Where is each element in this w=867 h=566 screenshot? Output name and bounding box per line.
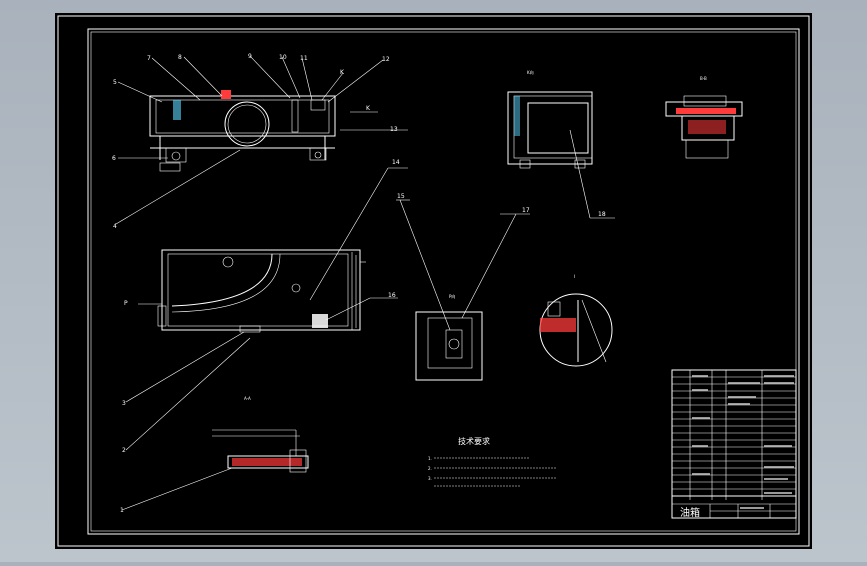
inner-frame-2 bbox=[90, 31, 797, 532]
callout-18: 18 bbox=[598, 211, 606, 218]
tech-req-1: 1. bbox=[428, 456, 432, 461]
section-a-a-label: A-A bbox=[244, 396, 251, 401]
callout-14: 14 bbox=[392, 159, 400, 166]
detail-b-label: B-B bbox=[700, 76, 707, 81]
tech-requirements-title: 技术要求 bbox=[458, 436, 490, 446]
side-view bbox=[507, 91, 615, 219]
callout-3: 3 bbox=[122, 400, 126, 407]
bom-table bbox=[671, 369, 797, 519]
tech-req-2: 2. bbox=[428, 466, 432, 471]
callout-12: 12 bbox=[382, 56, 390, 63]
callout-9: 9 bbox=[248, 53, 252, 60]
callout-5: 5 bbox=[113, 79, 117, 86]
callout-7: 7 bbox=[147, 55, 151, 62]
callout-15: 15 bbox=[397, 193, 405, 200]
callout-p: P bbox=[124, 300, 128, 307]
detail-p-label: P向 bbox=[449, 293, 455, 299]
tech-req-3: 3. bbox=[428, 476, 432, 481]
detail-i bbox=[539, 293, 613, 367]
section-a-a bbox=[121, 429, 309, 511]
callout-17: 17 bbox=[522, 207, 530, 214]
side-view-label: K向 bbox=[527, 69, 534, 75]
front-view-callouts: 5 7 8 9 10 11 K 12 6 4 K 13 bbox=[112, 53, 398, 230]
callout-k2: K bbox=[366, 105, 371, 112]
detail-p bbox=[396, 199, 530, 381]
inner-frame bbox=[87, 28, 800, 535]
plan-view bbox=[125, 167, 408, 451]
outer-frame bbox=[57, 15, 810, 547]
callout-k: K bbox=[340, 69, 345, 76]
callout-1: 1 bbox=[120, 507, 124, 514]
front-view bbox=[115, 55, 408, 225]
callout-11: 11 bbox=[300, 55, 308, 62]
callout-13: 13 bbox=[390, 126, 398, 133]
tech-requirements: 技术要求 1. 2. 3. bbox=[428, 436, 556, 487]
title-block-name: 油箱 bbox=[680, 506, 700, 519]
callout-6: 6 bbox=[112, 155, 116, 162]
detail-i-label: I bbox=[574, 274, 575, 279]
callout-4: 4 bbox=[113, 223, 117, 230]
callout-10: 10 bbox=[279, 54, 287, 61]
callout-8: 8 bbox=[178, 54, 182, 61]
callout-16: 16 bbox=[388, 292, 396, 299]
detail-b bbox=[665, 95, 743, 159]
callout-2: 2 bbox=[122, 447, 126, 454]
drawing-sheet bbox=[55, 13, 812, 549]
